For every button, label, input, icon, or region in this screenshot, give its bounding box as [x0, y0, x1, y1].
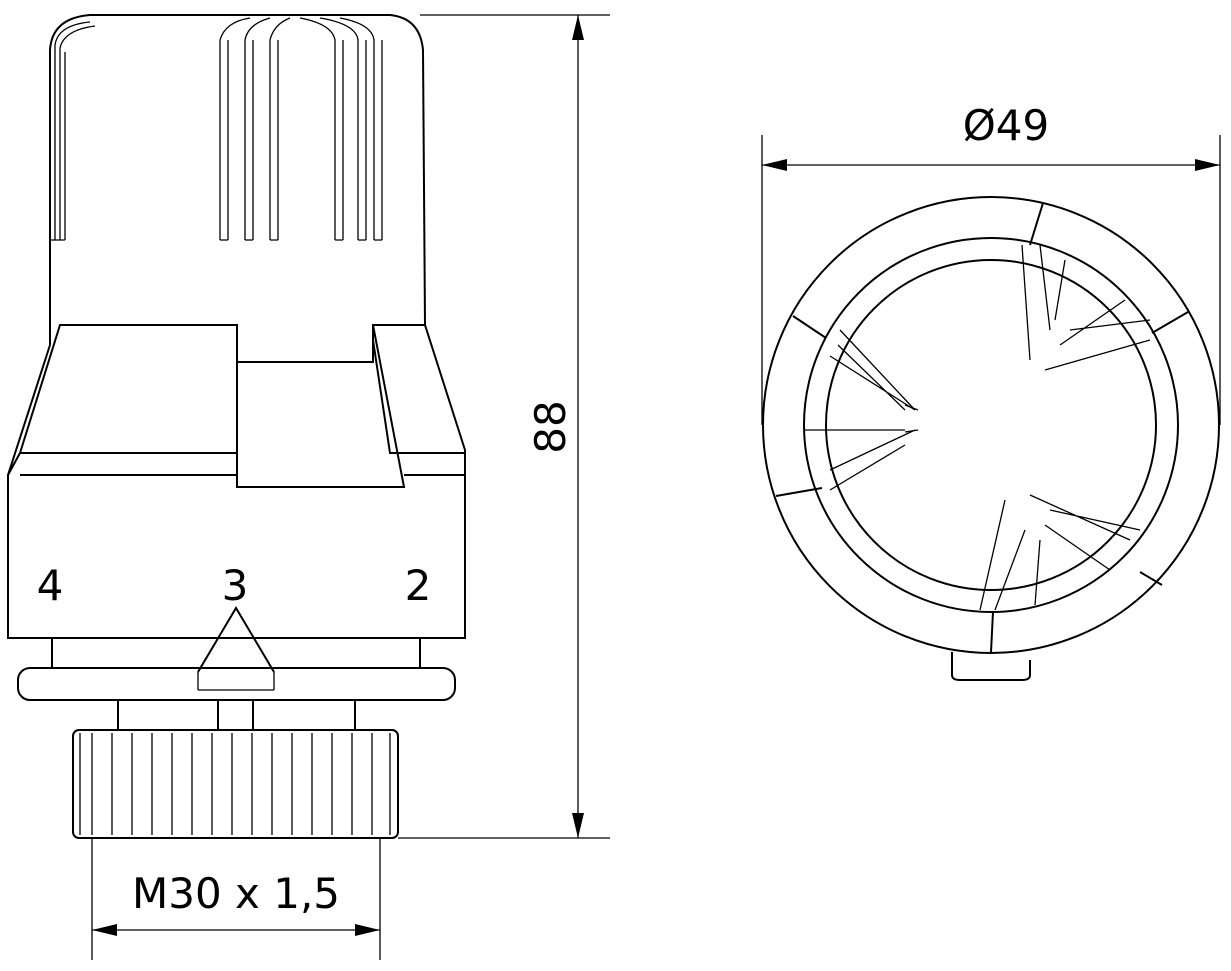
base-ring	[17, 667, 456, 701]
scale-mark-4: 4	[37, 561, 64, 610]
scale-mark-2: 2	[405, 561, 432, 610]
diameter-dimension: Ø49	[963, 101, 1050, 150]
inner-circle	[803, 237, 1179, 613]
outer-circle	[762, 196, 1220, 654]
height-dimension: 88	[526, 400, 575, 453]
spokes	[805, 244, 1151, 611]
tab	[951, 652, 1031, 681]
knurl-lines	[79, 733, 391, 835]
side-view: 4 3 2 88 M30 x 1,5	[7, 14, 610, 960]
knurled-nut	[72, 729, 399, 839]
pointer-triangle	[197, 606, 275, 673]
shoulder	[7, 324, 466, 639]
cap-ribs	[50, 17, 383, 241]
thread-dimension: M30 x 1,5	[132, 869, 340, 918]
scale-mark-3: 3	[222, 561, 249, 610]
top-view: Ø49	[761, 101, 1221, 681]
neck	[51, 638, 421, 668]
stem	[117, 700, 356, 730]
cap-outline	[49, 14, 426, 345]
innermost-circle	[825, 259, 1157, 591]
